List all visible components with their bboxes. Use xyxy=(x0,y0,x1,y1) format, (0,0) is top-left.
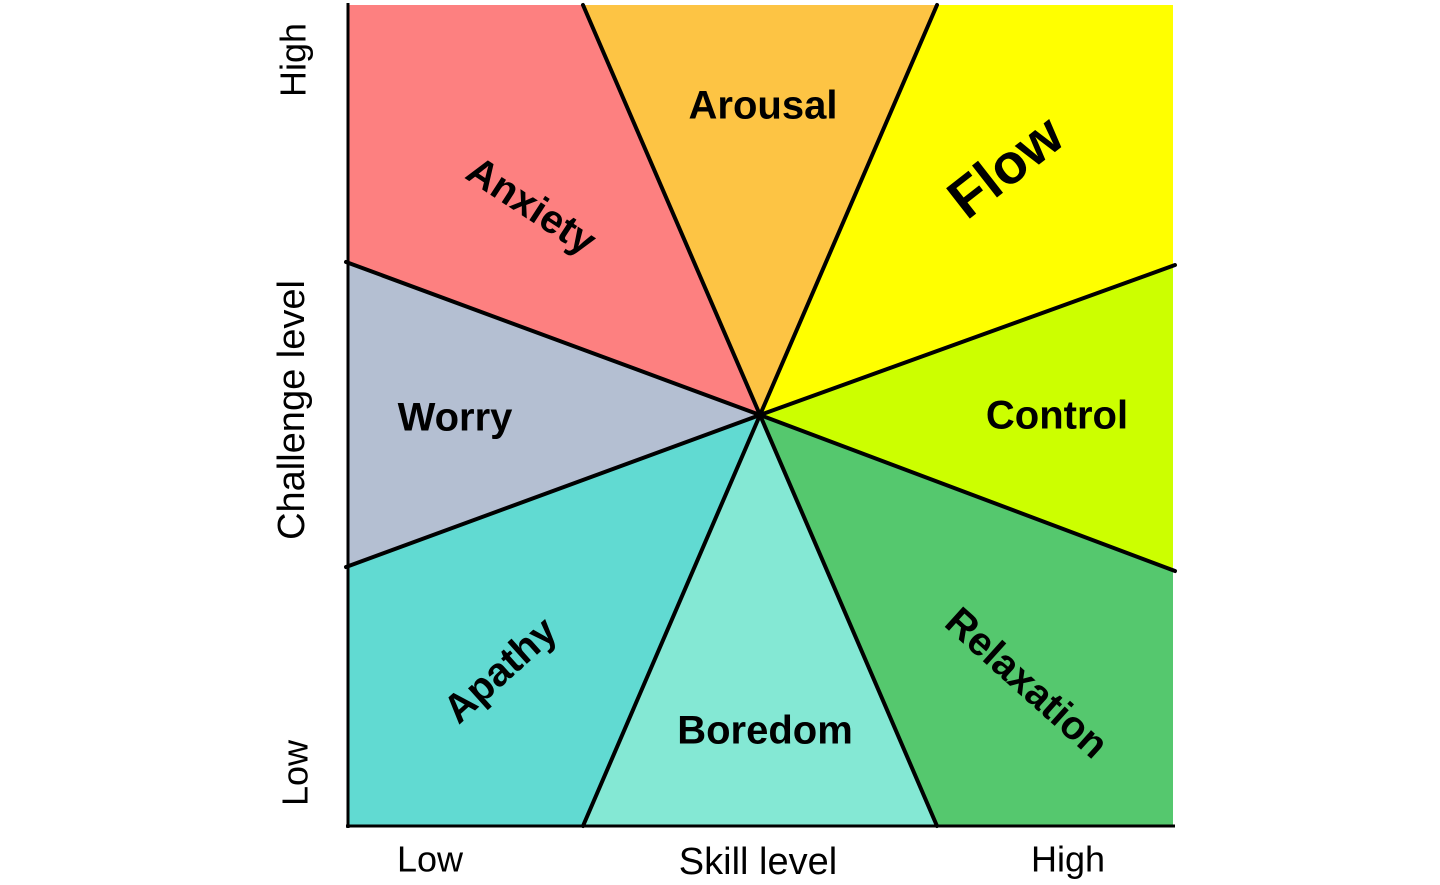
divider-arousal-flow xyxy=(758,3,939,417)
y-axis-high-label: High xyxy=(273,23,314,97)
label-boredom: Boredom xyxy=(677,709,853,753)
x-axis-low-label: Low xyxy=(397,839,464,880)
divider-worry-anxiety xyxy=(344,260,762,417)
region-anxiety xyxy=(348,5,760,415)
divider-control-relaxation xyxy=(758,413,1177,573)
region-flow xyxy=(760,5,1173,415)
divider-boredom-apathy xyxy=(581,413,762,828)
region-control xyxy=(760,266,1173,570)
region-boredom xyxy=(583,415,937,826)
x-axis-title: Skill level xyxy=(679,841,837,883)
divider-apathy-worry xyxy=(344,413,762,569)
region-worry xyxy=(348,263,760,566)
y-axis-low-label: Low xyxy=(275,739,316,806)
region-relaxation xyxy=(760,415,1173,826)
divider-anxiety-arousal xyxy=(581,3,762,417)
label-worry: Worry xyxy=(398,396,514,440)
region-arousal xyxy=(583,5,937,415)
x-axis-high-label: High xyxy=(1031,839,1105,880)
label-control: Control xyxy=(986,394,1128,438)
y-axis-title: Challenge level xyxy=(271,280,313,540)
region-apathy xyxy=(348,415,760,826)
label-arousal: Arousal xyxy=(689,84,838,128)
divider-flow-control xyxy=(758,263,1177,417)
divider-relaxation-boredom xyxy=(758,413,939,828)
